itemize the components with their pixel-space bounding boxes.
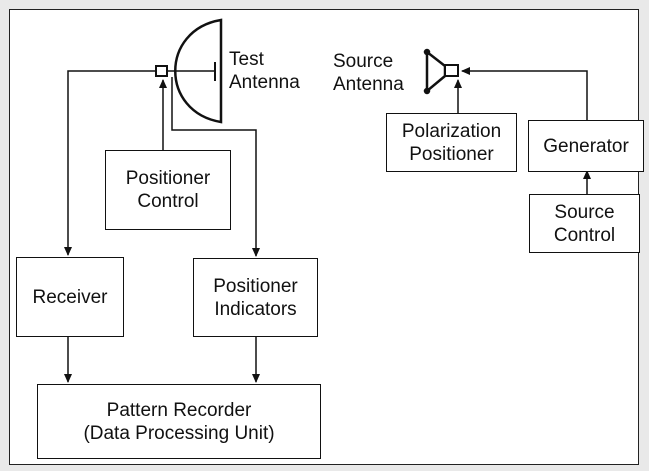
positioner-indicators-line2: Indicators — [214, 298, 297, 320]
receiver-label: Receiver — [32, 286, 108, 308]
positioner-indicators-box: Positioner Indicators — [193, 258, 318, 337]
source-antenna-label: Source Antenna — [333, 51, 404, 95]
source-antenna-port — [444, 64, 459, 77]
positioner-indicators-line1: Positioner — [213, 275, 298, 297]
source-antenna-horn — [425, 49, 447, 94]
pattern-recorder-line1: Pattern Recorder — [106, 399, 252, 421]
source-control-line2: Control — [553, 224, 616, 246]
receiver-box: Receiver — [16, 257, 124, 337]
generator-box: Generator — [528, 120, 644, 172]
positioner-control-line2: Control — [137, 191, 199, 212]
polarization-positioner-box: Polarization Positioner — [386, 113, 517, 172]
source-control-box: Source Control — [529, 194, 640, 253]
source-control-line1: Source — [554, 201, 615, 223]
test-antenna-dish — [174, 18, 223, 124]
generator-label: Generator — [543, 135, 629, 157]
arrow-antenna-to-receiver — [64, 70, 156, 256]
polarization-positioner-line1: Polarization — [401, 120, 502, 142]
arrow-antenna-to-positioner-indicators — [171, 77, 260, 257]
test-antenna-label: Test Antenna — [229, 49, 300, 93]
positioner-control-line1: Positioner — [125, 168, 211, 189]
polarization-positioner-line2: Positioner — [409, 143, 494, 165]
positioner-control-box: Positioner Control — [105, 150, 231, 230]
arrow-generator-to-source-antenna — [461, 67, 588, 120]
test-antenna-port — [155, 65, 168, 77]
pattern-recorder-line2: (Data Processing Unit) — [83, 422, 275, 444]
pattern-recorder-box: Pattern Recorder (Data Processing Unit) — [37, 384, 321, 459]
